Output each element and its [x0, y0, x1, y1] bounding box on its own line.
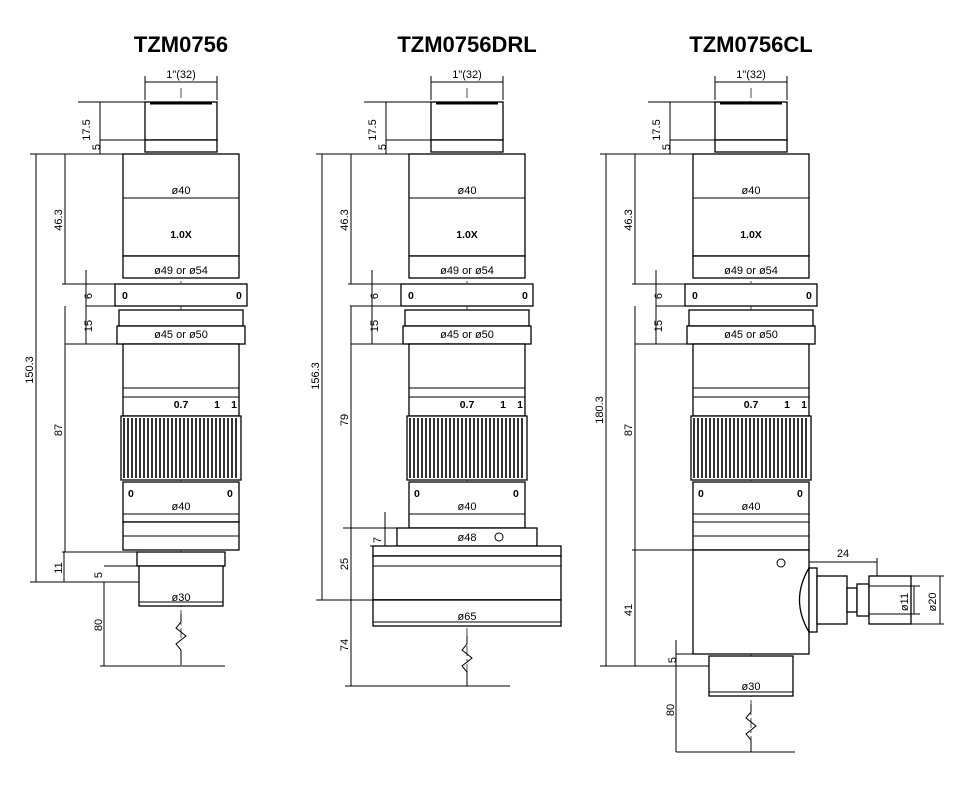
dim-11: 11 — [53, 562, 65, 573]
diameter-40-label: ø40 — [458, 185, 477, 197]
mark-zero: 0 — [122, 290, 128, 302]
mark-zero: 0 — [227, 488, 233, 500]
dim-5: 5 — [661, 144, 673, 150]
dim-5: 5 — [91, 144, 103, 150]
dim-5: 5 — [377, 144, 389, 150]
mark-zero: 0 — [806, 290, 812, 302]
knurl-pattern — [409, 418, 523, 478]
zoom-scale-1b: 1 — [801, 399, 807, 411]
zoom-scale-1: 1 — [214, 399, 220, 411]
dim-6: 6 — [83, 293, 95, 299]
dim-79: 79 — [339, 414, 351, 426]
knurled-zoom-ring — [120, 415, 242, 481]
mark-zero: 0 — [408, 290, 414, 302]
diameter-40-label: ø40 — [458, 501, 477, 513]
mark-zero: 0 — [698, 488, 704, 500]
dim-156-3: 156.3 — [310, 362, 322, 390]
dim-25: 25 — [339, 558, 351, 570]
diameter-48-label: ø48 — [458, 532, 477, 544]
zoom-scale-07: 0.7 — [460, 399, 475, 411]
lens-tzm0756drl: 1"(32) ø40 1.0X ø49 or ø54 0 0 ø45 or ø5… — [310, 69, 562, 687]
diameter-45-50-label: ø45 or ø50 — [724, 329, 778, 341]
dim-41: 41 — [623, 604, 635, 616]
diameter-45-50-label: ø45 or ø50 — [440, 329, 494, 341]
diameter-45-50-label: ø45 or ø50 — [154, 329, 208, 341]
dim-7: 7 — [372, 537, 384, 543]
diameter-11-label: ø11 — [899, 593, 911, 611]
mark-zero: 0 — [236, 290, 242, 302]
diameter-49-54-label: ø49 or ø54 — [154, 265, 208, 277]
magnification-label: 1.0X — [740, 229, 762, 241]
dim-80: 80 — [93, 619, 105, 631]
magnification-label: 1.0X — [170, 229, 192, 241]
diameter-65-label: ø65 — [458, 611, 477, 623]
dim-87: 87 — [623, 424, 635, 436]
diameter-40-label: ø40 — [742, 501, 761, 513]
knurl-pattern — [693, 418, 807, 478]
knurl-pattern — [123, 418, 237, 478]
magnification-label: 1.0X — [456, 229, 478, 241]
diameter-20-label: ø20 — [927, 593, 939, 612]
lens-tzm0756: 1"(32) ø40 1.0X ø49 or ø54 0 0 ø45 or ø5… — [24, 69, 248, 667]
mark-zero: 0 — [797, 488, 803, 500]
dim-180-3: 180.3 — [594, 396, 606, 424]
dim-150-3: 150.3 — [24, 356, 36, 384]
dim-6: 6 — [653, 293, 665, 299]
diameter-30-label: ø30 — [172, 592, 191, 604]
mark-zero: 0 — [513, 488, 519, 500]
dim-87: 87 — [53, 424, 65, 436]
dim-5: 5 — [667, 657, 679, 663]
zoom-scale-1b: 1 — [517, 399, 523, 411]
dim-5: 5 — [93, 572, 105, 578]
diameter-30-label: ø30 — [742, 681, 761, 693]
knurled-zoom-ring — [406, 415, 528, 481]
mark-zero: 0 — [522, 290, 528, 302]
zoom-scale-07: 0.7 — [744, 399, 759, 411]
knurled-zoom-ring — [690, 415, 812, 481]
diameter-49-54-label: ø49 or ø54 — [724, 265, 778, 277]
diameter-49-54-label: ø49 or ø54 — [440, 265, 494, 277]
top-mount-label: 1"(32) — [736, 69, 766, 81]
top-mount-label: 1"(32) — [166, 69, 196, 81]
dim-24: 24 — [837, 548, 849, 560]
dim-15: 15 — [83, 320, 95, 332]
mark-zero: 0 — [692, 290, 698, 302]
dim-46-3: 46.3 — [339, 209, 351, 230]
lens-tzm0756cl: 1"(32) ø40 1.0X ø49 or ø54 0 0 ø45 or ø5… — [594, 69, 944, 753]
dim-15: 15 — [653, 320, 665, 332]
mark-zero: 0 — [128, 488, 134, 500]
dim-17-5: 17.5 — [367, 119, 379, 140]
title-tzm0756cl: TZM0756CL — [689, 32, 812, 57]
title-tzm0756: TZM0756 — [134, 32, 228, 57]
dim-17-5: 17.5 — [81, 119, 93, 140]
diameter-40-label: ø40 — [742, 185, 761, 197]
diameter-40-label: ø40 — [172, 501, 191, 513]
zoom-scale-1b: 1 — [231, 399, 237, 411]
zoom-scale-07: 0.7 — [174, 399, 189, 411]
dim-46-3: 46.3 — [53, 209, 65, 230]
dim-74: 74 — [339, 639, 351, 651]
dim-15: 15 — [369, 320, 381, 332]
title-tzm0756drl: TZM0756DRL — [397, 32, 536, 57]
dim-17-5: 17.5 — [651, 119, 663, 140]
dim-46-3: 46.3 — [623, 209, 635, 230]
mark-zero: 0 — [414, 488, 420, 500]
top-mount-label: 1"(32) — [452, 69, 482, 81]
zoom-scale-1: 1 — [784, 399, 790, 411]
diameter-40-label: ø40 — [172, 185, 191, 197]
dim-6: 6 — [369, 293, 381, 299]
zoom-scale-1: 1 — [500, 399, 506, 411]
dim-80: 80 — [665, 704, 677, 716]
